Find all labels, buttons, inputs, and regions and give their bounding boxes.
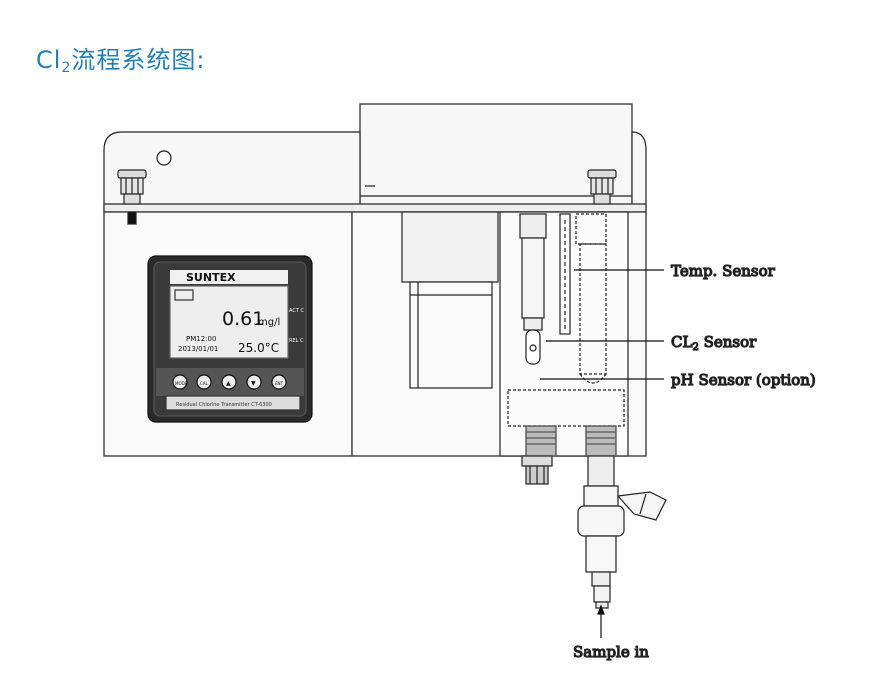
right-knob-icon: [587, 169, 617, 225]
ph-sensor-label: pH Sensor (option): [671, 371, 816, 389]
reading-value: 0.61: [222, 308, 264, 330]
top-cover: [359, 103, 633, 211]
side-label-rel: REL C: [289, 338, 304, 344]
down-button[interactable]: [246, 374, 262, 390]
callouts: [540, 269, 664, 638]
cl2-sensor: [519, 213, 547, 365]
inlet-valve: [577, 455, 667, 609]
down-button-label: ▼: [251, 380, 256, 387]
mounting-hole-icon: [156, 150, 172, 166]
mode-button[interactable]: [172, 374, 188, 390]
ph-sensor: [575, 213, 607, 384]
sample-in-label: Sample in: [573, 643, 649, 661]
time-text: PM12:00: [186, 335, 216, 343]
enter-button-label: ENT: [275, 381, 284, 386]
enter-button[interactable]: [271, 374, 287, 390]
cal-button-label: CAL: [200, 381, 209, 386]
cal-button[interactable]: [196, 374, 212, 390]
date-text: 2013/01/01: [178, 345, 218, 353]
up-button[interactable]: [221, 374, 237, 390]
reading-unit: mg/l: [258, 317, 280, 328]
device-footer: Residual Chlorine Transmitter CT-6300: [176, 402, 272, 408]
drain-fitting: [521, 455, 553, 485]
center-block: [401, 211, 499, 389]
cl2-sensor-label: CL2 Sensor: [671, 333, 757, 353]
side-label-act: ACT C: [289, 308, 304, 314]
page-title: Cl2流程系统图:: [36, 46, 206, 76]
mode-button-label: MODE: [175, 381, 188, 386]
left-knob-icon: [117, 169, 147, 225]
brand-logo: SUNTEX: [186, 271, 236, 284]
temp-sensor: [559, 213, 571, 335]
temperature-text: 25.0°C: [238, 341, 279, 355]
up-button-label: ▲: [226, 380, 231, 387]
temp-sensor-label: Temp. Sensor: [671, 262, 776, 280]
